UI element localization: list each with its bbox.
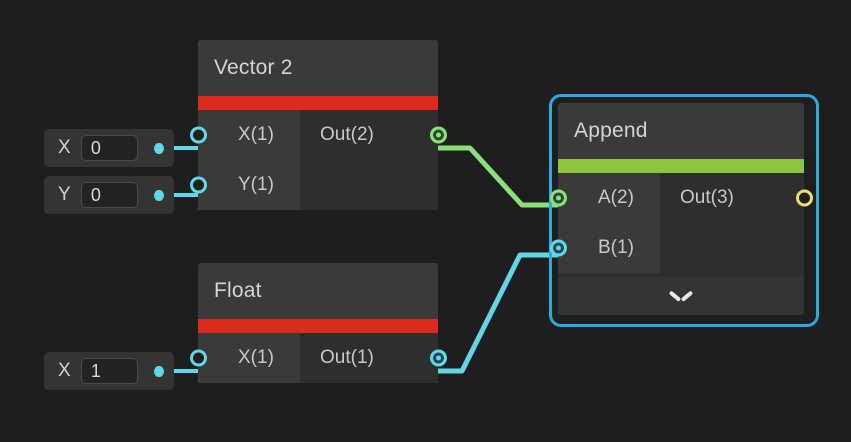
node-append-title: Append — [574, 119, 648, 142]
widget-vector2-x-connector[interactable] — [154, 142, 164, 154]
node-append-body: A(2) B(1) Out(3) — [550, 173, 813, 273]
node-float-accent-bar — [198, 319, 438, 333]
node-float-output-out-label: Out(1) — [320, 347, 374, 368]
node-vector2-output-out-label: Out(2) — [320, 124, 374, 145]
widget-vector2-x-input[interactable]: 0 — [80, 135, 139, 161]
node-vector2-body: X(1) Y(1) Out(2) — [190, 110, 447, 210]
widget-float-x-input[interactable]: 1 — [80, 358, 139, 384]
widget-vector2-y-label: Y — [58, 184, 71, 205]
node-float-title: Float — [214, 279, 262, 302]
node-float-body: X(1) Out(1) — [190, 333, 447, 383]
port-float-input-x[interactable] — [190, 349, 207, 367]
widget-vector2-y-connector[interactable] — [154, 189, 164, 201]
widget-vector2-x-label: X — [58, 137, 71, 158]
node-vector2-input-y[interactable]: Y(1) — [190, 160, 300, 210]
node-vector2-outputs: Out(2) — [300, 110, 447, 210]
node-vector2-output-out[interactable]: Out(2) — [300, 110, 447, 160]
node-append-inputs: A(2) B(1) — [550, 173, 660, 273]
port-append-input-b[interactable] — [550, 239, 567, 257]
node-append-outputs: Out(3) — [660, 173, 813, 273]
port-vector2-input-x[interactable] — [190, 126, 207, 144]
port-vector2-input-y[interactable] — [190, 176, 207, 194]
widget-float-x-connector[interactable] — [154, 365, 164, 377]
node-vector2-input-x-label: X(1) — [238, 124, 274, 145]
node-append-accent-bar — [558, 159, 804, 173]
node-vector2-output-spacer — [300, 160, 438, 210]
node-vector2[interactable]: Vector 2 X(1) Y(1) Out(2) — [190, 40, 447, 210]
widget-vector2-x[interactable]: X 0 — [44, 129, 174, 167]
node-vector2-accent-bar — [198, 96, 438, 110]
port-append-output-out[interactable] — [796, 189, 813, 207]
node-float[interactable]: Float X(1) Out(1) — [190, 263, 447, 383]
port-vector2-output-out[interactable] — [430, 126, 447, 144]
widget-float-x-label: X — [58, 360, 71, 381]
widget-vector2-y[interactable]: Y 0 — [44, 176, 174, 214]
node-vector2-inputs: X(1) Y(1) — [190, 110, 300, 210]
node-float-inputs: X(1) — [190, 333, 300, 383]
node-vector2-input-x[interactable]: X(1) — [190, 110, 300, 160]
node-vector2-title: Vector 2 — [214, 56, 293, 79]
node-append-input-b[interactable]: B(1) — [550, 223, 660, 273]
node-append-output-out-label: Out(3) — [680, 187, 734, 208]
node-float-header[interactable]: Float — [198, 263, 438, 319]
node-append-output-out[interactable]: Out(3) — [660, 173, 813, 223]
node-append-input-a-label: A(2) — [598, 187, 634, 208]
node-float-output-out[interactable]: Out(1) — [300, 333, 447, 383]
chevron-down-icon — [670, 290, 692, 302]
node-append-input-a[interactable]: A(2) — [550, 173, 660, 223]
node-append-expander[interactable] — [558, 277, 804, 315]
node-append-input-b-label: B(1) — [598, 237, 634, 258]
node-vector2-header[interactable]: Vector 2 — [198, 40, 438, 96]
node-append-header[interactable]: Append — [558, 103, 804, 159]
node-append-output-spacer — [660, 223, 804, 273]
node-append[interactable]: Append A(2) B(1) Out(3) — [550, 103, 813, 315]
node-vector2-input-y-label: Y(1) — [238, 174, 274, 195]
node-float-input-x-label: X(1) — [238, 347, 274, 368]
node-float-input-x[interactable]: X(1) — [190, 333, 300, 383]
widget-vector2-y-input[interactable]: 0 — [80, 182, 139, 208]
port-append-input-a[interactable] — [550, 189, 567, 207]
widget-float-x[interactable]: X 1 — [44, 352, 174, 390]
node-float-outputs: Out(1) — [300, 333, 447, 383]
port-float-output-out[interactable] — [430, 349, 447, 367]
